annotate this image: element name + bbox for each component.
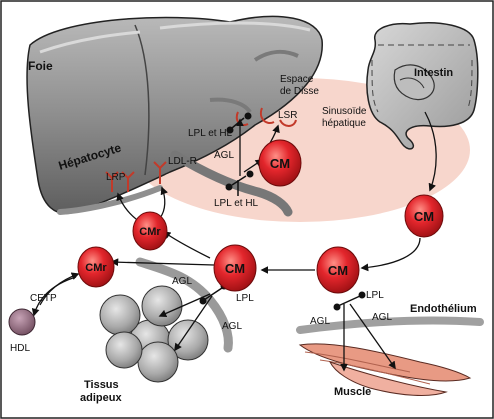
arrow-cm-to-cmr <box>110 258 215 267</box>
particle-cm-intestine-label: CM <box>414 209 434 224</box>
adipose-tissue <box>99 285 209 383</box>
arrow-cmr-ldlr <box>159 186 168 219</box>
label-sinusoide-line2: hépatique <box>322 118 366 129</box>
arrow-agl-muscle-2 <box>349 303 396 370</box>
label-foie: Foie <box>28 59 53 73</box>
label-lsr: LSR <box>278 110 297 121</box>
label-hdl: HDL <box>10 343 30 354</box>
label-agl-muscle-2: AGL <box>372 312 392 323</box>
particle-hdl <box>8 308 36 336</box>
arrow-cetp-2 <box>39 272 80 306</box>
enzyme-lpl-hl-bottom <box>225 170 254 196</box>
label-tissus-line2: adipeux <box>80 392 122 404</box>
label-sinusoide-line1: Sinusoïde <box>322 106 367 117</box>
label-espace-line1: Espace <box>280 74 314 85</box>
receptor-lrp <box>105 171 135 192</box>
particle-cmr-liver-label: CMr <box>139 226 161 238</box>
label-lrp: LRP <box>106 172 126 183</box>
label-muscle: Muscle <box>334 386 371 398</box>
endothelium-muscle <box>296 316 484 334</box>
hepatocyte-membrane <box>209 97 252 114</box>
arrow-agl-adipose-2 <box>174 295 213 352</box>
arrow-intestine-cm <box>424 111 437 192</box>
particle-cmr-blood: CMr <box>77 246 115 288</box>
label-ldl-r: LDL-R <box>168 156 197 167</box>
particle-cm-intestine: CM <box>404 194 444 238</box>
label-intestin: Intestin <box>414 67 453 79</box>
particle-cm-blood: CM <box>316 246 360 294</box>
arrow-agl-adipose-1 <box>158 293 211 318</box>
muscle <box>298 343 472 396</box>
hepatocyte-membrane-top <box>253 49 299 62</box>
label-endothelium: Endothélium <box>410 303 477 315</box>
liver <box>26 15 323 217</box>
arrow-cetp-1 <box>31 276 77 317</box>
label-agl-adipose-1: AGL <box>172 276 192 287</box>
label-lpl-muscle: LPL <box>366 290 384 301</box>
label-agl-muscle-1: AGL <box>310 316 330 327</box>
label-espace-line2: de Disse <box>280 86 319 97</box>
label-lpl-hl-top: LPL et HL <box>188 128 233 139</box>
arrow-cm-muscle <box>360 237 421 272</box>
label-tissus-line1: Tissus <box>84 379 119 391</box>
particle-cm-adipose: CM <box>213 244 257 292</box>
label-lpl-hl-bottom: LPL et HL <box>214 198 259 209</box>
particle-cm-liver-label: CM <box>270 156 290 171</box>
particle-cm-liver: CM <box>258 139 302 187</box>
particle-cmr-liver: CMr <box>132 211 168 251</box>
particle-cm-adipose-label: CM <box>225 261 245 276</box>
label-cetp: CETP <box>30 293 57 304</box>
label-lpl-adipose: LPL <box>236 293 254 304</box>
particle-cm-blood-label: CM <box>328 263 348 278</box>
label-agl-adipose-2: AGL <box>222 321 242 332</box>
enzyme-lpl-muscle <box>333 291 366 311</box>
receptor-ldl-r <box>153 161 167 184</box>
label-agl-liver: AGL <box>214 150 234 161</box>
particle-cmr-blood-label: CMr <box>85 262 107 274</box>
intestine <box>366 22 479 150</box>
